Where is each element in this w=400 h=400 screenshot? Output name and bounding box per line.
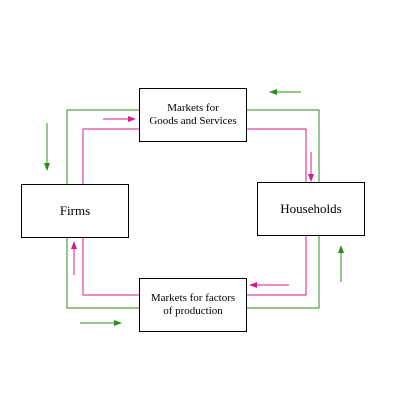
goods-services-market-label: Markets for Goods and Services xyxy=(149,102,237,127)
goods-services-market-box: Markets for Goods and Services xyxy=(139,88,247,142)
households-box: Households xyxy=(257,182,365,236)
firms-box: Firms xyxy=(21,184,129,238)
households-label: Households xyxy=(280,200,342,216)
factor-market-label: Markets for factors of production xyxy=(150,292,236,317)
firms-label: Firms xyxy=(59,202,91,218)
factor-market-box: Markets for factors of production xyxy=(139,278,247,332)
